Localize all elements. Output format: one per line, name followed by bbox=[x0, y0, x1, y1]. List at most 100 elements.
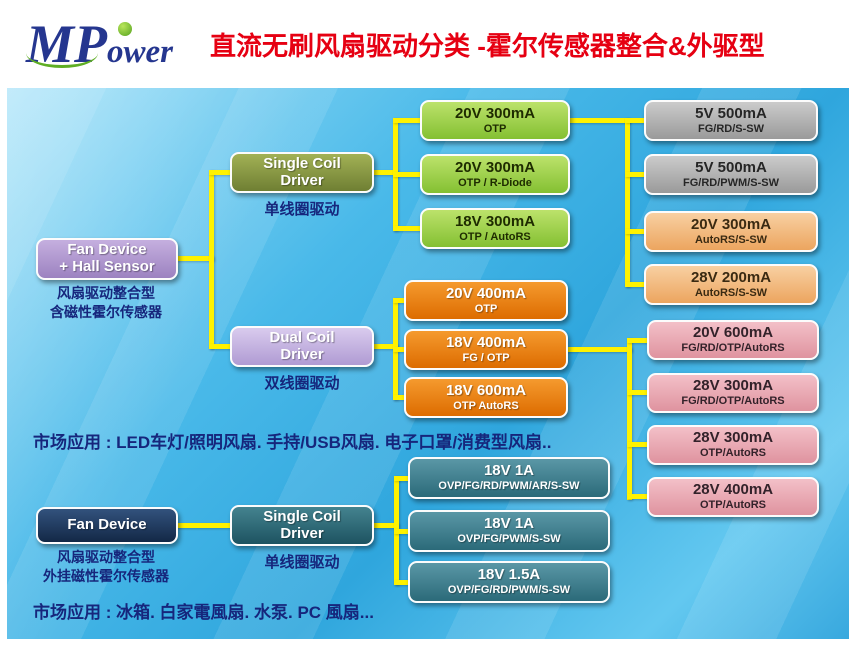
connector bbox=[627, 338, 632, 500]
chip-gray-1: 5V 500mA FG/RD/S-SW bbox=[644, 100, 818, 141]
mpower-logo: MPower bbox=[26, 12, 206, 76]
connector bbox=[209, 344, 232, 349]
connector bbox=[627, 338, 647, 343]
connector bbox=[393, 298, 404, 303]
caption-single-coil-bottom: 单线圈驱动 bbox=[264, 554, 340, 571]
chip-subtitle: OTP bbox=[483, 122, 507, 135]
chip-title: 18V 1A bbox=[483, 462, 535, 480]
node-title-2: Driver bbox=[280, 524, 324, 542]
chip-title: 28V 300mA bbox=[692, 377, 774, 395]
connector bbox=[625, 282, 644, 287]
chip-title: 18V 1A bbox=[483, 515, 535, 533]
connector bbox=[209, 170, 214, 349]
caption-single-coil-top: 单线圈驱动 bbox=[264, 201, 340, 218]
chip-title: 20V 300mA bbox=[454, 158, 536, 176]
chip-peach-2: 28V 200mA AutoRS/S-SW bbox=[644, 264, 818, 305]
chip-teal-2: 18V 1A OVP/FG/PWM/S-SW bbox=[408, 510, 610, 552]
chip-orange-1: 20V 400mA OTP bbox=[404, 280, 568, 321]
chip-title: 20V 300mA bbox=[690, 215, 772, 233]
chip-subtitle: OTP/AutoRS bbox=[700, 499, 766, 512]
page-title: 直流无刷风扇驱动分类 -霍尔传感器整合&外驱型 bbox=[210, 30, 765, 61]
connector bbox=[393, 118, 420, 123]
logo-leaf-dot-icon bbox=[118, 22, 132, 36]
connector bbox=[371, 170, 398, 175]
chip-subtitle: OTP / R-Diode bbox=[458, 176, 532, 189]
connector bbox=[393, 347, 404, 352]
chip-title: 5V 500mA bbox=[695, 104, 767, 122]
chip-subtitle: FG/RD/PWM/S-SW bbox=[683, 176, 779, 189]
node-title: Dual Coil bbox=[269, 328, 335, 346]
connector bbox=[627, 442, 647, 447]
connector bbox=[394, 529, 408, 534]
chip-pink-4: 28V 400mA OTP/AutoRS bbox=[647, 477, 819, 517]
node-fan-device: Fan Device bbox=[36, 507, 178, 544]
connector bbox=[175, 256, 214, 261]
connector bbox=[627, 494, 647, 499]
caption-dual-coil: 双线圈驱动 bbox=[264, 375, 340, 392]
chip-subtitle: OTP AutoRS bbox=[453, 399, 519, 412]
chip-title: 20V 600mA bbox=[692, 324, 774, 342]
market-applications-top: 市场应用 : LED车灯/照明风扇. 手持/USB风扇. 电子口罩/消费型风扇.… bbox=[33, 433, 552, 452]
chip-pink-2: 28V 300mA FG/RD/OTP/AutoRS bbox=[647, 373, 819, 413]
chip-subtitle: OTP bbox=[474, 302, 498, 315]
connector bbox=[625, 172, 644, 177]
chip-peach-1: 20V 300mA AutoRS/S-SW bbox=[644, 211, 818, 252]
chip-teal-3: 18V 1.5A OVP/FG/RD/PWM/S-SW bbox=[408, 561, 610, 603]
chip-subtitle: OVP/FG/PWM/S-SW bbox=[457, 533, 561, 546]
chip-subtitle: OVP/FG/RD/PWM/S-SW bbox=[447, 584, 571, 597]
chip-title: 20V 300mA bbox=[454, 104, 536, 122]
chip-green-3: 18V 300mA OTP / AutoRS bbox=[420, 208, 570, 249]
caption-line: 含磁性霍尔传感器 bbox=[50, 304, 162, 320]
chip-subtitle: OTP / AutoRS bbox=[459, 230, 531, 243]
chip-subtitle: FG/RD/OTP/AutoRS bbox=[681, 342, 785, 355]
node-title-2: Driver bbox=[280, 345, 324, 363]
connector bbox=[371, 344, 398, 349]
chip-subtitle: OTP/AutoRS bbox=[700, 447, 766, 460]
caption-line: 外挂磁性霍尔传感器 bbox=[43, 568, 169, 584]
connector bbox=[394, 580, 408, 585]
chip-subtitle: OVP/FG/RD/PWM/AR/S-SW bbox=[438, 480, 580, 493]
caption-line: 风扇驱动整合型 bbox=[57, 549, 155, 565]
connector bbox=[394, 476, 408, 481]
chip-green-2: 20V 300mA OTP / R-Diode bbox=[420, 154, 570, 195]
logo-swoosh bbox=[26, 38, 98, 68]
chip-gray-2: 5V 500mA FG/RD/PWM/S-SW bbox=[644, 154, 818, 195]
chip-title: 18V 600mA bbox=[445, 381, 527, 399]
connector bbox=[566, 118, 630, 123]
node-fan-device-hall-sensor: Fan Device + Hall Sensor bbox=[36, 238, 178, 280]
caption-fan-device: 风扇驱动整合型 外挂磁性霍尔传感器 bbox=[26, 548, 186, 586]
chip-teal-1: 18V 1A OVP/FG/RD/PWM/AR/S-SW bbox=[408, 457, 610, 499]
chip-title: 18V 400mA bbox=[445, 333, 527, 351]
chip-pink-1: 20V 600mA FG/RD/OTP/AutoRS bbox=[647, 320, 819, 360]
chip-title: 18V 300mA bbox=[454, 212, 536, 230]
node-title: Single Coil bbox=[263, 507, 341, 525]
connector bbox=[371, 523, 399, 528]
chip-orange-2: 18V 400mA FG / OTP bbox=[404, 329, 568, 370]
chip-title: 28V 300mA bbox=[692, 429, 774, 447]
connector bbox=[627, 390, 647, 395]
chip-green-1: 20V 300mA OTP bbox=[420, 100, 570, 141]
chip-pink-3: 28V 300mA OTP/AutoRS bbox=[647, 425, 819, 465]
chip-subtitle: AutoRS/S-SW bbox=[694, 233, 768, 246]
node-title: Fan Device bbox=[67, 241, 147, 259]
caption-fan-hall: 风扇驱动整合型 含磁性霍尔传感器 bbox=[26, 284, 186, 322]
caption-line: 风扇驱动整合型 bbox=[57, 285, 155, 301]
logo-text-ower: ower bbox=[107, 34, 174, 70]
connector bbox=[625, 229, 644, 234]
connector bbox=[393, 226, 420, 231]
connector bbox=[175, 523, 235, 528]
node-title: Fan Device bbox=[67, 516, 147, 534]
chip-subtitle: FG/RD/OTP/AutoRS bbox=[681, 395, 785, 408]
chip-title: 18V 1.5A bbox=[477, 566, 541, 584]
node-title-2: Driver bbox=[280, 171, 324, 189]
chip-title: 28V 200mA bbox=[690, 268, 772, 286]
connector bbox=[564, 347, 632, 352]
node-title: Single Coil bbox=[263, 154, 341, 172]
chip-orange-3: 18V 600mA OTP AutoRS bbox=[404, 377, 568, 418]
chip-title: 5V 500mA bbox=[695, 158, 767, 176]
chip-subtitle: FG/RD/S-SW bbox=[698, 122, 764, 135]
node-title-2: + Hall Sensor bbox=[59, 258, 155, 275]
node-single-coil-driver-bottom: Single Coil Driver bbox=[230, 505, 374, 546]
connector bbox=[393, 395, 404, 400]
